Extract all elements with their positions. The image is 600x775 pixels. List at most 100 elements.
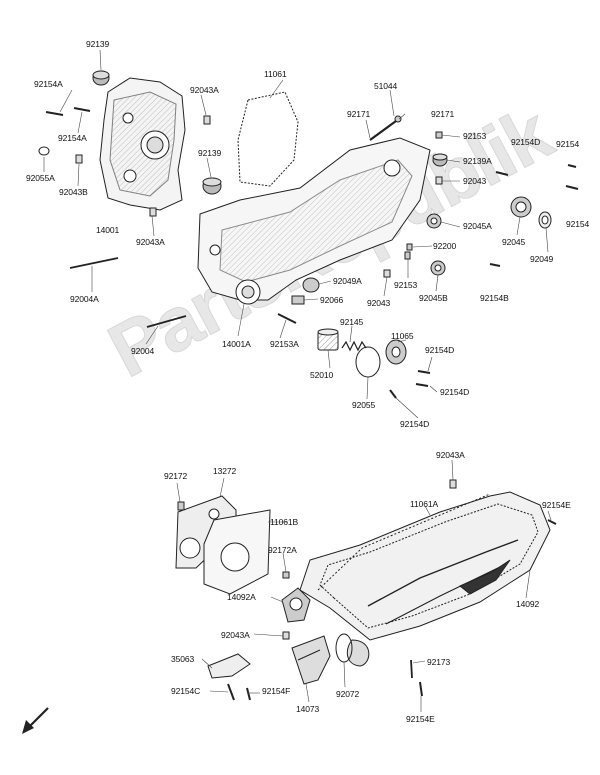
bolt-92154d-1 xyxy=(495,171,509,176)
label-92004a: 92004A xyxy=(70,294,99,304)
bush-92139a xyxy=(432,153,448,167)
label-14001: 14001 xyxy=(96,225,120,235)
bolt-92154a xyxy=(45,107,91,116)
dowel-92043a-1 xyxy=(149,207,157,217)
oring-92055 xyxy=(355,346,381,378)
label-92171: 92171 xyxy=(431,109,455,119)
label-92145: 92145 xyxy=(340,317,364,327)
right-crankcase xyxy=(197,137,431,305)
label-92043: 92043 xyxy=(463,176,487,186)
label-92043a: 92043A xyxy=(190,85,219,95)
dowel-92043a-4 xyxy=(282,631,290,640)
label-92154d: 92154D xyxy=(400,419,430,429)
label-92154f: 92154F xyxy=(262,686,291,696)
label-14092a: 14092A xyxy=(227,592,256,602)
bolt-92154d-2 xyxy=(417,370,431,374)
label-92171: 92171 xyxy=(347,109,371,119)
bolt-92154-2 xyxy=(565,185,579,190)
label-92045b: 92045B xyxy=(419,293,448,303)
cover-14092 xyxy=(299,491,551,667)
label-51044: 51044 xyxy=(374,81,398,91)
label-92139: 92139 xyxy=(86,39,110,49)
label-92173: 92173 xyxy=(427,657,451,667)
label-92154e: 92154E xyxy=(406,714,435,724)
label-92153: 92153 xyxy=(394,280,418,290)
bolt-92154f xyxy=(246,687,251,701)
dowel-92043-2 xyxy=(383,269,391,278)
bolt-92172 xyxy=(177,501,185,511)
label-92154a: 92154A xyxy=(58,133,87,143)
dowel-92043a-3 xyxy=(449,479,457,489)
label-92055a: 92055A xyxy=(26,173,55,183)
duct-14073 xyxy=(291,635,331,685)
bolt-92154d-3 xyxy=(415,383,429,387)
bolt-92153-2 xyxy=(404,251,411,260)
plate-11061b xyxy=(203,509,271,595)
cap-11065 xyxy=(385,339,407,365)
bearing-92045 xyxy=(510,196,532,218)
label-92043a: 92043A xyxy=(136,237,165,247)
label-92043a: 92043A xyxy=(436,450,465,460)
label-92043b: 92043B xyxy=(59,187,88,197)
duct-14092a xyxy=(281,587,311,623)
label-92049: 92049 xyxy=(530,254,554,264)
label-92043: 92043 xyxy=(367,298,391,308)
oring-92055a xyxy=(38,146,50,156)
label-92154d: 92154D xyxy=(511,137,541,147)
label-11065: 11065 xyxy=(391,331,414,341)
label-92154c: 92154C xyxy=(171,686,201,696)
bolt-92154e-2 xyxy=(419,681,423,697)
label-92154: 92154 xyxy=(566,219,590,229)
label-92066: 92066 xyxy=(320,295,344,305)
label-92049a: 92049A xyxy=(333,276,362,286)
bolt-92154-1 xyxy=(567,164,577,168)
label-92172: 92172 xyxy=(164,471,188,481)
label-92154d: 92154D xyxy=(425,345,455,355)
bolt-51044 xyxy=(369,120,397,141)
label-11061: 11061 xyxy=(264,69,287,79)
bolt-92154c xyxy=(227,683,235,701)
plate-13272 xyxy=(175,495,237,569)
bolt-92154d-4 xyxy=(389,389,397,399)
label-92154a: 92154A xyxy=(34,79,63,89)
label-92072: 92072 xyxy=(336,689,360,699)
dowel-92043a-2 xyxy=(203,115,211,125)
bolt-92172a xyxy=(282,571,290,579)
oil-seal-92049a xyxy=(302,277,320,293)
dowel-92043b xyxy=(75,154,83,164)
label-92154d: 92154D xyxy=(440,387,470,397)
bush-92139-mid xyxy=(202,177,222,195)
front-direction-arrow xyxy=(22,707,49,734)
label-14001a: 14001A xyxy=(222,339,251,349)
plug-92066 xyxy=(291,295,305,305)
label-92153a: 92153A xyxy=(270,339,299,349)
bracket-35063 xyxy=(207,653,251,679)
label-92154b: 92154B xyxy=(480,293,509,303)
label-92153: 92153 xyxy=(463,131,487,141)
oil-seal-92049 xyxy=(538,211,552,229)
label-13272: 13272 xyxy=(213,466,237,476)
oil-filter-52010 xyxy=(317,328,339,351)
label-92045a: 92045A xyxy=(463,221,492,231)
bolt-92173 xyxy=(410,659,413,679)
label-92043a: 92043A xyxy=(221,630,250,640)
stud-92004 xyxy=(146,315,187,328)
label-92139: 92139 xyxy=(198,148,222,158)
label-92045: 92045 xyxy=(502,237,526,247)
label-11061b: 11061B xyxy=(270,517,299,527)
label-52010: 52010 xyxy=(310,370,334,380)
label-35063: 35063 xyxy=(171,654,195,664)
label-14073: 14073 xyxy=(296,704,320,714)
label-92004: 92004 xyxy=(131,346,155,356)
stud-92004a xyxy=(69,257,119,269)
bearing-92045a xyxy=(426,213,442,229)
label-92200: 92200 xyxy=(433,241,457,251)
dowel-92043 xyxy=(435,176,443,185)
bolt-92200 xyxy=(406,243,413,251)
left-crankcase xyxy=(99,77,186,211)
bolt-92154e-1 xyxy=(547,519,557,525)
label-92172a: 92172A xyxy=(268,545,297,555)
bolt-92154b xyxy=(489,263,501,267)
